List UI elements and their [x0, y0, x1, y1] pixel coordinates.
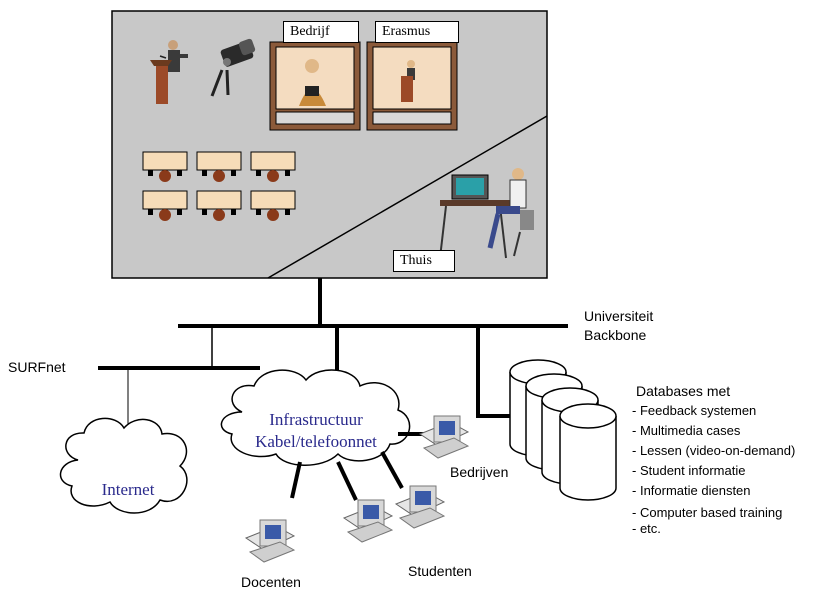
internet-cloud-icon	[59, 417, 188, 514]
databases-list: Feedback systemen Multimedia cases Lesse…	[632, 401, 795, 537]
home-label: Thuis	[393, 250, 455, 272]
video-camera-icon	[210, 38, 256, 97]
infra-label-line1: Infrastructuur	[269, 410, 363, 429]
backbone-label-line1: Universiteit	[584, 308, 654, 324]
database-item: Informatie diensten	[632, 481, 795, 501]
database-item: Lessen (video-on-demand)	[632, 441, 795, 461]
home-divider	[267, 115, 548, 279]
link-bedrijven	[380, 451, 404, 489]
databases-title: Databases met	[636, 383, 731, 399]
backbone-label-line2: Backbone	[584, 327, 647, 343]
desk-icon	[196, 151, 242, 182]
infrastructure-cloud-icon	[220, 369, 411, 466]
user-label-bedrijven: Bedrijven	[450, 464, 509, 480]
screen-erasmus	[366, 41, 458, 131]
database-item: Computer based training	[632, 505, 795, 521]
desk-icon	[250, 151, 296, 182]
user-label-docenten: Docenten	[241, 574, 301, 590]
lecturer-podium-icon	[150, 40, 188, 104]
computer-icon	[244, 519, 296, 563]
desk-icon	[196, 190, 242, 221]
student-desks	[142, 151, 296, 221]
computer-icon	[342, 499, 394, 543]
screen-bedrijf	[269, 41, 361, 131]
user-label-studenten: Studenten	[408, 563, 472, 579]
computer-icon	[418, 415, 470, 459]
database-link	[476, 326, 512, 418]
desk-icon	[250, 190, 296, 221]
infra-label-line2: Kabel/telefoonnet	[255, 432, 377, 451]
computer-icon	[394, 485, 446, 529]
desk-icon	[142, 190, 188, 221]
database-item: Feedback systemen	[632, 401, 795, 421]
home-workstation-icon	[439, 168, 534, 259]
database-item: etc.	[632, 521, 795, 537]
link-studenten	[336, 461, 358, 501]
database-item: Student informatie	[632, 461, 795, 481]
database-cylinder	[559, 403, 617, 501]
internet-label: Internet	[101, 480, 155, 499]
surfnet-label: SURFnet	[8, 359, 66, 375]
database-stack-icon	[509, 359, 617, 501]
screen-label-erasmus: Erasmus	[375, 21, 459, 43]
screen-label-bedrijf: Bedrijf	[283, 21, 359, 43]
database-item: Multimedia cases	[632, 421, 795, 441]
link-docenten	[290, 461, 302, 499]
desk-icon	[142, 151, 188, 182]
